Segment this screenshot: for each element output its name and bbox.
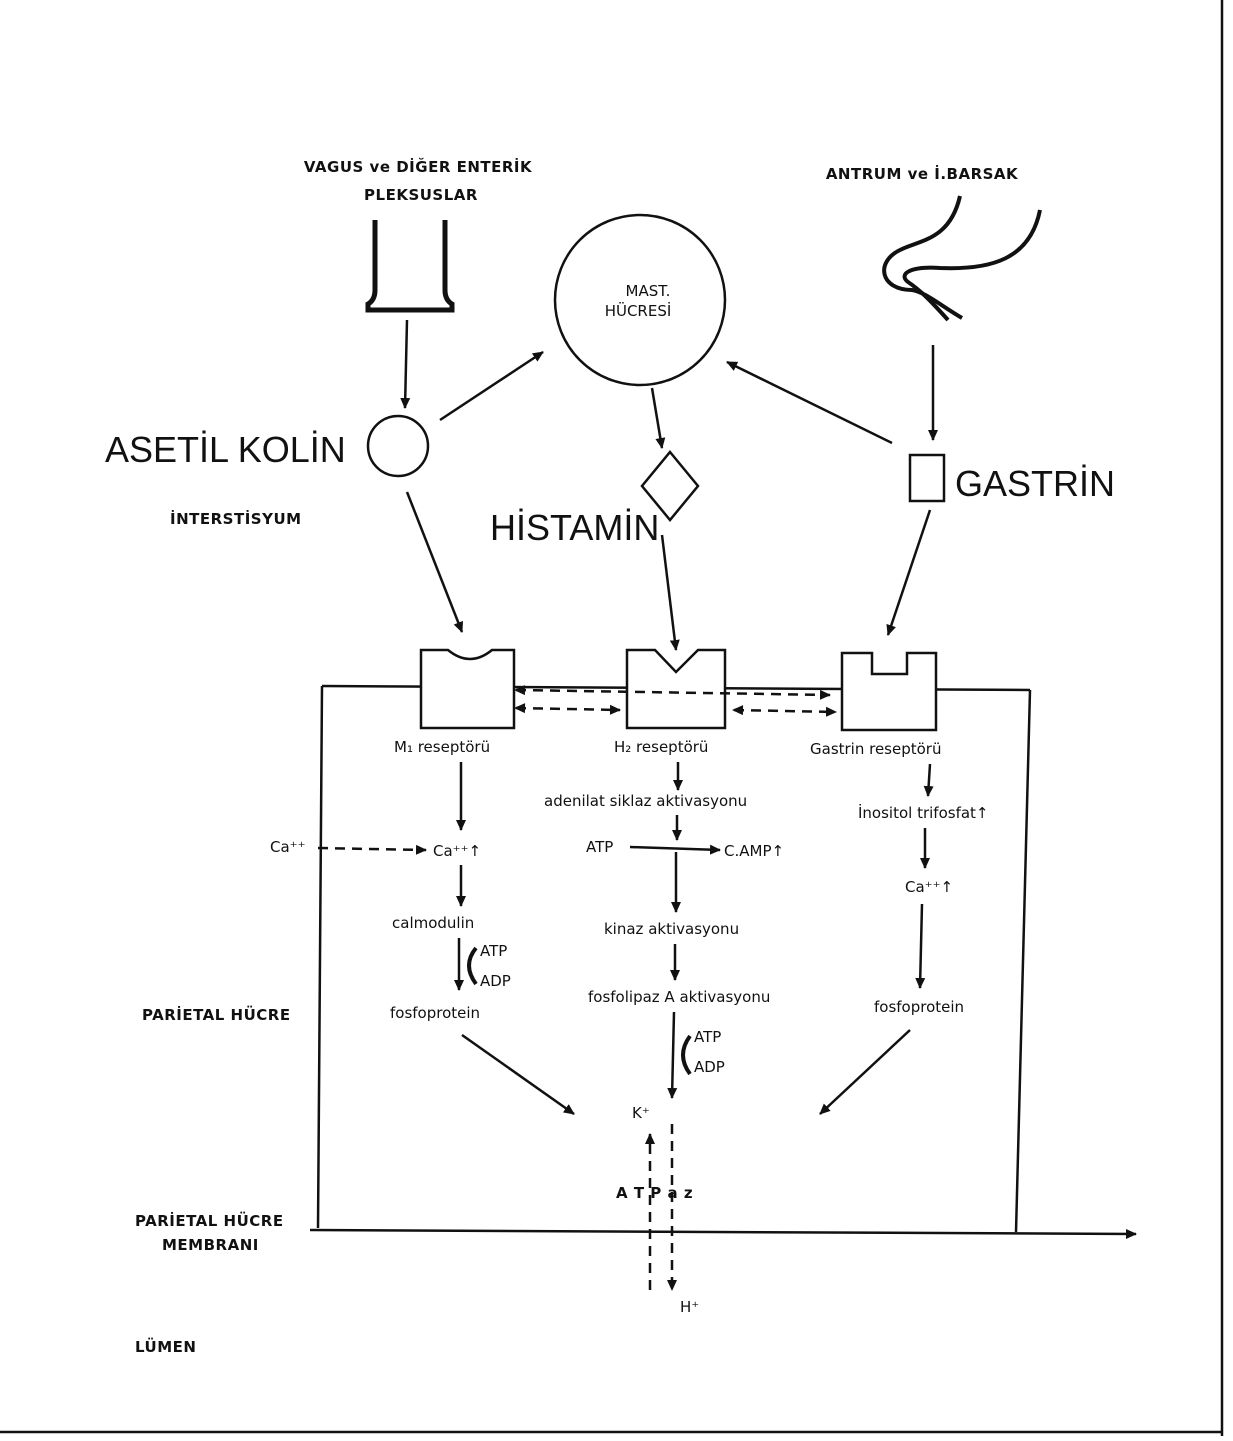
- atpase-label: A T P a z: [616, 1184, 693, 1202]
- m1-atp-label: ATP: [480, 942, 507, 960]
- inositol-label: İnositol trifosfat↑: [858, 803, 989, 822]
- nerve-ending-icon: [368, 220, 452, 310]
- intestine-outline-outer: [884, 196, 962, 318]
- vagus-label-line1: VAGUS ve DİĞER ENTERİK: [304, 157, 533, 176]
- membrane-line: [310, 1230, 1136, 1234]
- parietal-cell-label: PARİETAL HÜCRE: [142, 1005, 291, 1024]
- crosstalk-arrow-h2-gastrin: [734, 710, 836, 712]
- arrow-ca-to-gastrin-phosphoprotein: [920, 904, 922, 988]
- cell-left-border: [318, 686, 322, 1228]
- gastrin-receptor-label: Gastrin reseptörü: [810, 740, 941, 758]
- h2-atp-label: ATP: [694, 1028, 721, 1046]
- arrow-ach-to-mast: [440, 352, 543, 420]
- antrum-label: ANTRUM ve İ.BARSAK: [826, 164, 1019, 183]
- gastrin-phosphoprotein-label: fosfoprotein: [874, 998, 964, 1016]
- arrow-vagus-to-ach: [405, 320, 407, 408]
- proton-label: H⁺: [680, 1298, 699, 1316]
- m1-receptor-label: M₁ reseptörü: [394, 738, 490, 756]
- arrow-gastrin-to-mast: [727, 362, 892, 443]
- kinase-label: kinaz aktivasyonu: [604, 920, 739, 938]
- arrow-gastrin-to-gastrin-receptor: [888, 510, 930, 635]
- acetylcholine-label: ASETİL KOLİN: [105, 429, 346, 470]
- gastrin-receptor-icon: [842, 653, 936, 730]
- arrow-m1-to-pump: [462, 1035, 574, 1114]
- m1-receptor-icon: [421, 650, 514, 728]
- interstitium-label: İNTERSTİSYUM: [170, 509, 302, 528]
- membrane-label-line1: PARİETAL HÜCRE: [135, 1211, 284, 1230]
- arrow-phospholipase-to-pump: [672, 1012, 674, 1098]
- h2-receptor-label: H₂ reseptörü: [614, 738, 708, 756]
- gastrin-square-icon: [910, 455, 944, 501]
- intestine-outline-inner: [905, 210, 1040, 320]
- calmodulin-label: calmodulin: [392, 914, 474, 932]
- h2-receptor-icon: [627, 650, 725, 728]
- arrow-gastrin-to-pump: [820, 1030, 910, 1114]
- camp-label: C.AMP↑: [724, 842, 784, 860]
- arrow-ca-influx: [318, 848, 426, 850]
- histamine-label: HİSTAMİN: [490, 507, 659, 548]
- arrow-atp-to-camp: [630, 847, 720, 850]
- h2-atp-left-label: ATP: [586, 838, 613, 856]
- m1-atp-coupling-icon: [469, 948, 476, 984]
- acetylcholine-circle-icon: [368, 416, 428, 476]
- m1-adp-label: ADP: [480, 972, 511, 990]
- adenylate-label: adenilat siklaz aktivasyonu: [544, 792, 747, 810]
- h2-atp-coupling-icon: [683, 1036, 690, 1074]
- gastrin-label: GASTRİN: [955, 463, 1115, 504]
- h2-adp-label: ADP: [694, 1058, 725, 1076]
- mast-cell-icon: [555, 215, 725, 385]
- phospholipase-label: fosfolipaz A aktivasyonu: [588, 988, 770, 1006]
- ca-inside-label: Ca⁺⁺↑: [433, 842, 481, 860]
- crosstalk-arrow-m1-h2: [516, 708, 620, 710]
- cell-right-border: [1016, 690, 1030, 1232]
- arrow-gastrin-receptor-to-inositol: [928, 764, 930, 796]
- mast-label-line2: HÜCRESİ: [605, 301, 672, 320]
- ca-outside-label: Ca⁺⁺: [270, 838, 306, 856]
- lumen-label: LÜMEN: [135, 1337, 196, 1356]
- potassium-label: K⁺: [632, 1104, 650, 1122]
- arrow-ach-to-m1: [407, 492, 462, 632]
- arrow-mast-to-histamine: [652, 388, 662, 448]
- gastrin-ca-label: Ca⁺⁺↑: [905, 878, 953, 896]
- vagus-label-line2: PLEKSUSLAR: [364, 186, 478, 204]
- membrane-label-line2: MEMBRANI: [162, 1236, 259, 1254]
- m1-phosphoprotein-label: fosfoprotein: [390, 1004, 480, 1022]
- mast-label-line1: MAST.: [626, 282, 671, 300]
- arrow-histamine-to-h2: [662, 535, 676, 650]
